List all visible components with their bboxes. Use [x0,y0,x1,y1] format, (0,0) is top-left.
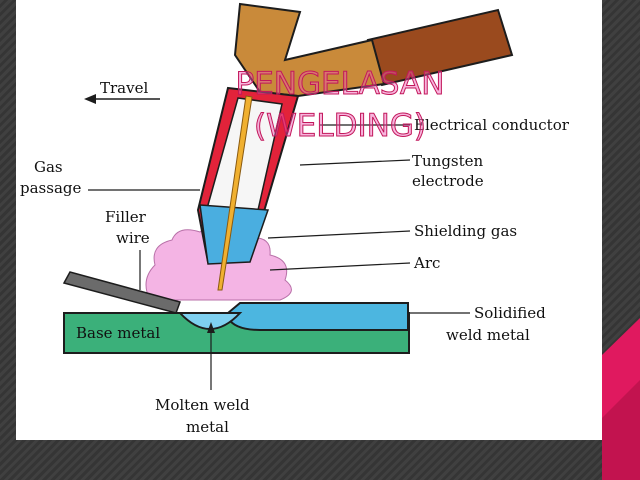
solidified-weld-metal [227,302,409,331]
label-arc: Arc [413,254,440,272]
slide-title-line-2: (WELDING) [254,108,427,145]
label-solidified-1: Solidified [474,304,546,322]
label-filler-2: wire [116,229,150,247]
label-solidified-2: weld metal [446,326,530,344]
label-gas-passage-1: Gas [34,158,63,176]
label-base-metal: Base metal [76,324,160,342]
label-gas-passage-2: passage [20,179,81,197]
torch-body [233,2,386,98]
label-molten-2: metal [186,418,229,436]
label-tungsten-1: Tungsten [412,152,484,170]
label-shielding-gas: Shielding gas [414,222,517,240]
gas-blue-region [199,204,270,265]
tungsten-electrode [217,95,253,291]
label-tungsten-2: electrode [412,172,484,190]
label-molten-1: Molten weld [155,396,250,414]
label-electrical-conductor: Electrical conductor [414,116,570,134]
label-travel: Travel [100,79,148,97]
slide-title-line-1: PENGELASAN [235,66,445,103]
filler-wire-rod [62,271,181,314]
label-filler-1: Filler [105,208,147,226]
